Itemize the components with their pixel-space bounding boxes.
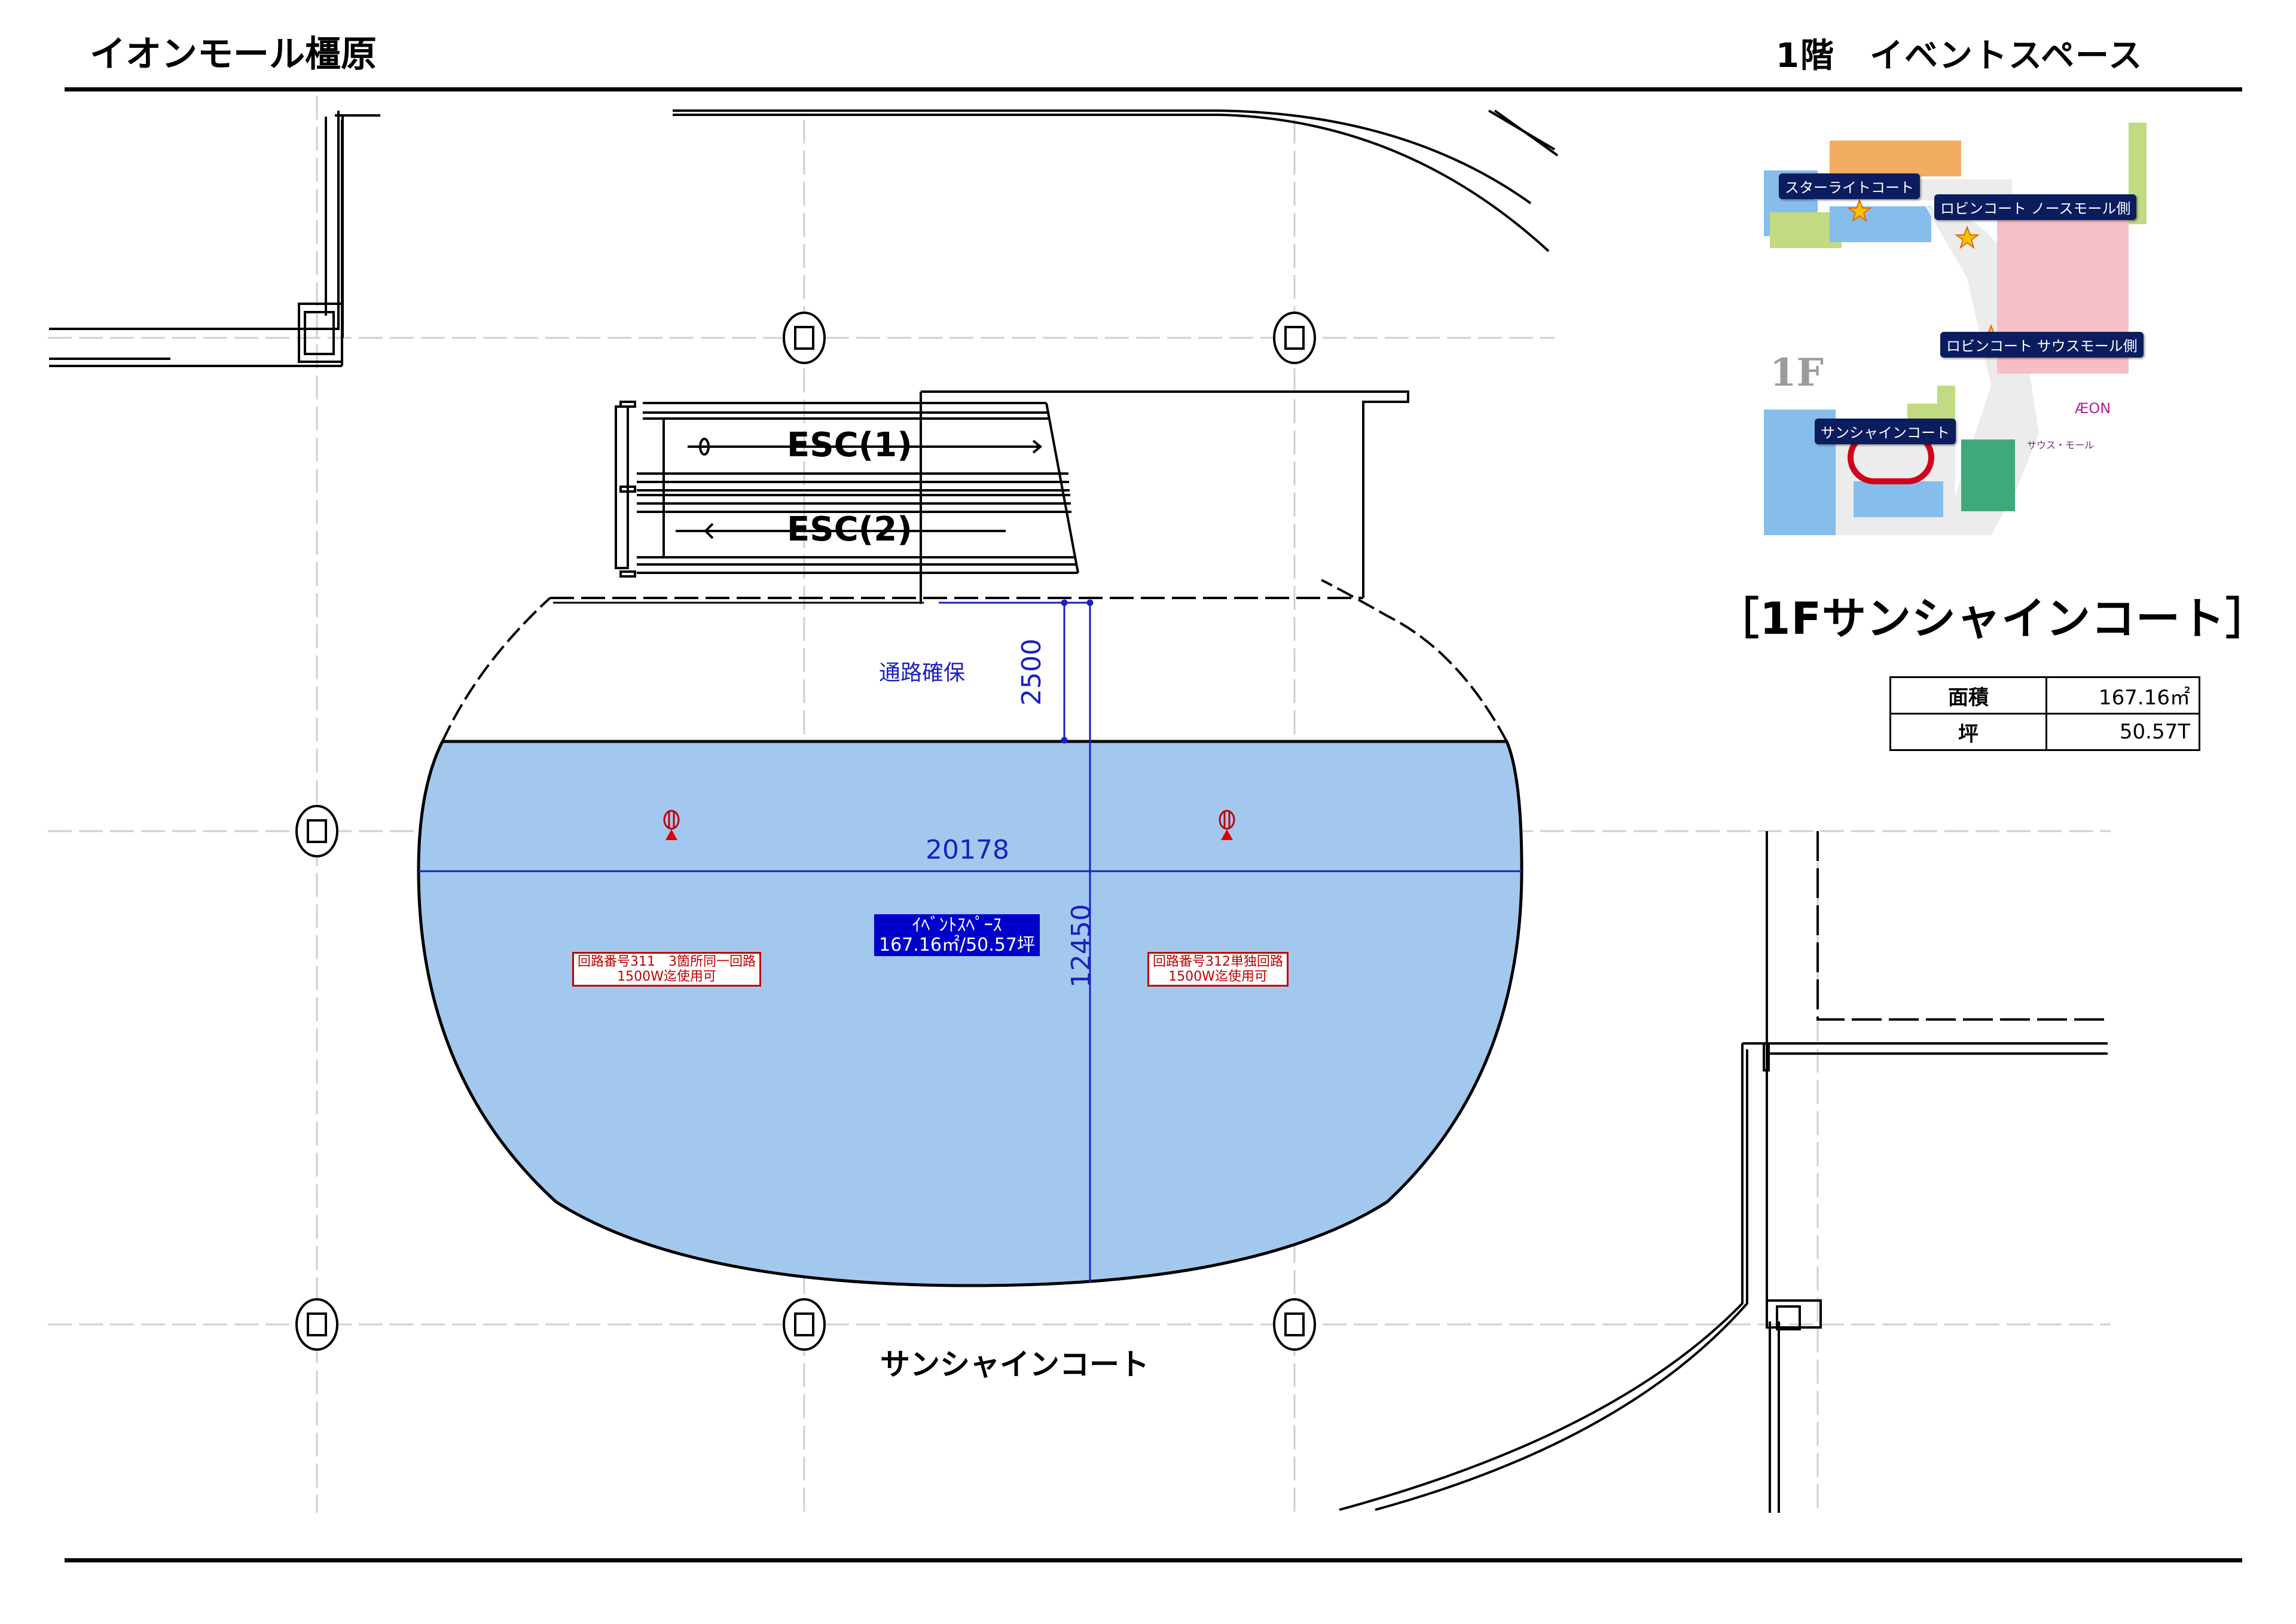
- court-title: ［1Fサンシャインコート］: [1715, 593, 2271, 645]
- mall-title: イオンモール橿原: [90, 33, 377, 75]
- circuit-note-line: 1500W迄使用可: [617, 969, 716, 984]
- area-table: 面積 167.16㎡ 坪 50.57T: [1889, 676, 2200, 751]
- power-outlet-icon: [1219, 810, 1235, 840]
- area-value: 167.16㎡: [2045, 676, 2200, 715]
- minimap-callout-starlight: スターライトコート: [1779, 173, 1920, 199]
- escalator-2-label: ESC(2): [787, 510, 912, 549]
- event-space-label: ｲﾍﾞﾝﾄｽﾍﾟｰｽ 167.16㎡/50.57坪: [874, 914, 1040, 956]
- circuit-note-line: 回路番号311 3箇所同一回路: [578, 954, 756, 969]
- table-row: 面積 167.16㎡: [1889, 676, 2200, 715]
- escalator-structure: [615, 390, 1409, 604]
- tsubo-key: 坪: [1889, 713, 2047, 751]
- dimension-passage: 2500: [1016, 639, 1047, 706]
- column: [295, 805, 338, 857]
- court-name-label: サンシャインコート: [880, 1347, 1149, 1382]
- passage-label: 通路確保: [879, 661, 966, 685]
- page-heading: 1階 イベントスペース: [1776, 36, 2144, 75]
- table-row: 坪 50.57T: [1889, 713, 2200, 751]
- columns: [295, 312, 1316, 1351]
- minimap-callout-robin-south: ロビンコート サウスモール側: [1940, 332, 2144, 358]
- minimap: 1F ÆON サウス・モール スターライトコート ロビンコート ノースモール側 …: [1764, 123, 2170, 535]
- dimension-width: 20178: [926, 835, 1009, 865]
- dimension-lines: [419, 599, 1522, 1283]
- escalator-1-label: ESC(1): [787, 426, 912, 465]
- event-space-area: 167.16㎡/50.57坪: [879, 935, 1035, 956]
- footer-rule: [65, 1558, 2242, 1562]
- column: [1273, 1298, 1316, 1351]
- column: [1273, 312, 1316, 364]
- walls: [49, 109, 2108, 1513]
- area-key: 面積: [1889, 676, 2047, 715]
- circuit-note-line: 回路番号312単独回路: [1153, 954, 1283, 969]
- circuit-note-312: 回路番号312単独回路 1500W迄使用可: [1147, 952, 1289, 987]
- south-mall-label: サウス・モール: [2027, 439, 2094, 451]
- header-rule: [65, 87, 2242, 91]
- column: [783, 1298, 826, 1351]
- dimension-depth: 12450: [1066, 904, 1097, 988]
- power-outlet-icon: [663, 810, 680, 840]
- tsubo-value: 50.57T: [2045, 713, 2200, 751]
- column: [783, 312, 826, 364]
- event-space-name: ｲﾍﾞﾝﾄｽﾍﾟｰｽ: [912, 915, 1002, 936]
- event-space-area: [417, 740, 1523, 1287]
- minimap-callout-sunshine: サンシャインコート: [1815, 419, 1956, 444]
- circuit-note-line: 1500W迄使用可: [1168, 969, 1268, 984]
- circuit-note-311: 回路番号311 3箇所同一回路 1500W迄使用可: [572, 952, 761, 987]
- minimap-floor-label: 1F: [1770, 350, 1824, 395]
- aeon-logo: ÆON: [2075, 400, 2111, 417]
- minimap-callout-robin-north: ロビンコート ノースモール側: [1934, 194, 2137, 220]
- column: [295, 1298, 338, 1351]
